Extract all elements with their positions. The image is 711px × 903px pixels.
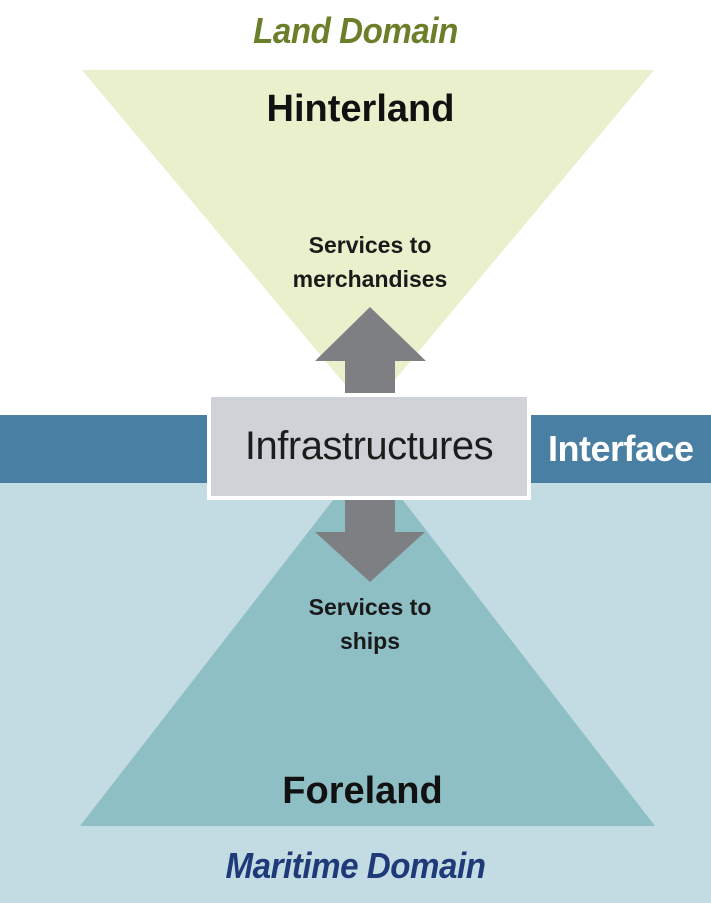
- infrastructures-label: Infrastructures: [244, 424, 494, 468]
- infrastructures-box: Infrastructures: [207, 393, 531, 500]
- maritime-domain-title: Maritime Domain: [225, 845, 486, 886]
- foreland-triangle: [80, 455, 655, 826]
- land-domain-title: Land Domain: [253, 10, 458, 51]
- services-to-merchandises-line-1: Services to: [308, 232, 432, 258]
- services-to-ships-line-1: Services to: [308, 594, 432, 620]
- services-to-merchandises-label: Services to merchandises: [0, 228, 711, 296]
- hinterland-label: Hinterland: [266, 88, 455, 130]
- services-to-ships-label: Services to ships: [0, 590, 711, 658]
- arrow-up-icon: [315, 307, 426, 398]
- hinterland-triangle: [82, 70, 654, 412]
- services-to-ships-line-2: ships: [339, 628, 401, 654]
- interface-label: Interface: [548, 428, 694, 469]
- foreland-label: Foreland: [282, 770, 443, 812]
- arrow-down-icon: [315, 498, 425, 582]
- services-to-merchandises-line-2: merchandises: [292, 266, 448, 292]
